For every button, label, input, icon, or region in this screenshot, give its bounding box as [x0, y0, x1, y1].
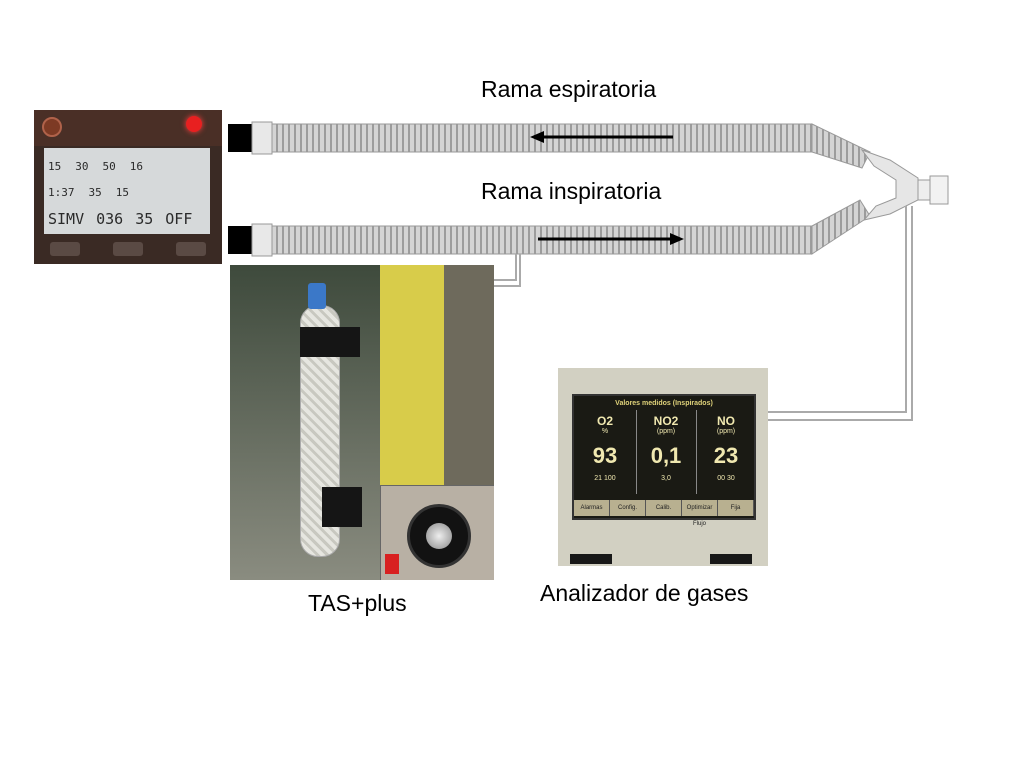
arrow-right-icon	[538, 233, 684, 245]
expiratory-tube	[228, 121, 871, 169]
analyzer-foot	[710, 554, 752, 564]
eprox-value: 16	[129, 160, 143, 173]
analyzer-feet	[570, 554, 756, 566]
gas-value: 23	[713, 443, 739, 468]
tab-calib: Calib.	[646, 500, 682, 516]
ve-value: 35	[88, 186, 102, 199]
gas-name: NO	[717, 414, 735, 428]
gas-unit: (ppm)	[716, 428, 736, 435]
tab-optimizar-flujo: Optimizar Flujo	[682, 500, 718, 527]
ventilator-row-2: 1:37 35 15	[48, 186, 129, 199]
no2-column: NO2 (ppm) 0,1 3,0	[636, 410, 695, 494]
peep-value: 30	[75, 160, 89, 173]
gas-value: 0,1	[650, 443, 682, 468]
gas-limits: 00 30	[717, 475, 735, 482]
y-connector	[860, 148, 949, 221]
sample-line-tas	[494, 254, 521, 287]
analyzer-foot	[570, 554, 612, 564]
tube-clip-bottom	[322, 487, 362, 527]
gas-analyzer-photo: Valores medidos (Inspirados) O2 % 93 21 …	[558, 368, 768, 566]
flow-dial-inset	[380, 485, 494, 580]
rate-value: 15	[115, 186, 129, 199]
gas-analyzer-screen: Valores medidos (Inspirados) O2 % 93 21 …	[572, 394, 756, 527]
mode-value: SIMV	[48, 210, 85, 228]
inspiratory-branch-label: Rama inspiratoria	[481, 178, 662, 204]
gas-limits: 3,0	[661, 475, 671, 482]
tab-fija: Fija	[718, 500, 754, 516]
gas-name: NO2	[653, 414, 679, 428]
expiratory-branch-label: Rama espiratoria	[481, 76, 657, 102]
inspiratory-tube	[228, 199, 871, 257]
power-icon	[42, 117, 62, 137]
gas-name: O2	[596, 414, 613, 428]
peak-value: 15	[48, 160, 62, 173]
red-indicator	[385, 554, 399, 574]
arrow-left-icon	[530, 131, 673, 143]
gas-unit: %	[601, 428, 609, 435]
setting-value-1: 036	[96, 210, 124, 228]
gas-limits: 21 100	[594, 475, 616, 482]
ventilator-button	[112, 242, 143, 256]
gas-analyzer-label: Analizador de gases	[540, 580, 749, 606]
ventilator-buttons	[34, 242, 222, 264]
ventilator-button	[50, 242, 81, 256]
ventilator-row-1: 15 30 50 16	[48, 160, 143, 173]
absorber-cap	[308, 283, 326, 309]
sample-line-gas	[768, 206, 913, 421]
flow-dial	[407, 504, 471, 568]
mean-value: 50	[102, 160, 116, 173]
ventilator-photo: 15 30 50 16 1:37 35 15 SIMV 036 35 OFF	[34, 110, 222, 264]
tas-plus-photo	[230, 265, 494, 580]
setting-value-2: 35	[135, 210, 154, 228]
tube-clip-top	[300, 327, 360, 357]
gas-value: 93	[592, 443, 618, 468]
ventilator-screen: 15 30 50 16 1:37 35 15 SIMV 036 35 OFF	[44, 148, 210, 234]
tas-plus-label: TAS+plus	[308, 590, 407, 616]
tab-alarmas: Alarmas	[574, 500, 610, 516]
ie-value: 1:37	[48, 186, 75, 199]
o2-column: O2 % 93 21 100	[576, 410, 634, 494]
setting-value-3: OFF	[165, 210, 193, 228]
ventilator-button	[175, 242, 206, 256]
no-column: NO (ppm) 23 00 30	[696, 410, 755, 494]
alarm-light-icon	[186, 116, 202, 132]
gas-screen-tabs: Alarmas Config. Calib. Optimizar Flujo F…	[574, 500, 754, 527]
tab-config: Config.	[610, 500, 646, 516]
gas-screen-header: Valores medidos (Inspirados)	[615, 400, 713, 407]
dial-knob-icon	[426, 523, 452, 549]
gas-unit: (ppm)	[656, 428, 676, 435]
ventilator-row-3: SIMV 036 35 OFF	[48, 210, 192, 228]
